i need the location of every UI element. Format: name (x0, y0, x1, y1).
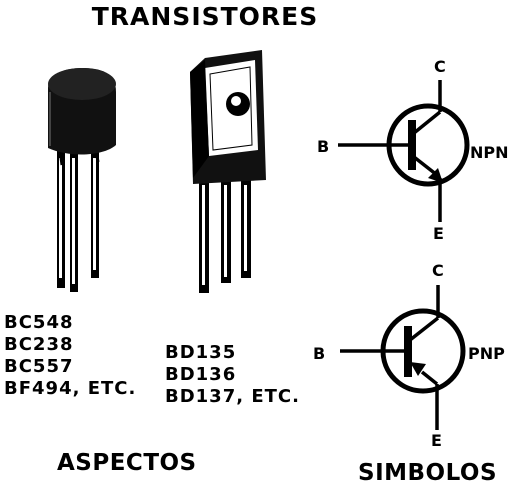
part-number: BD135 (165, 342, 237, 363)
to126-transistor-drawing (190, 50, 266, 293)
to92-transistor-drawing (48, 68, 116, 292)
part-number: BC557 (4, 356, 74, 377)
pnp-type-label: PNP (468, 344, 505, 363)
part-number: BC238 (4, 334, 74, 355)
part-number: BD137, ETC. (165, 386, 300, 407)
small-transistor-parts-list: BC548 BC238 BC557 BF494, ETC. (4, 312, 136, 400)
npn-collector-label: C (434, 57, 446, 76)
symbols-caption: SIMBOLOS (358, 460, 498, 486)
pnp-collector-label: C (432, 261, 444, 280)
pnp-symbol (340, 285, 466, 430)
pnp-emitter-label: E (431, 431, 442, 450)
diagram-title: TRANSISTORES (91, 2, 319, 31)
npn-base-label: B (317, 137, 329, 156)
part-number: BD136 (165, 364, 237, 385)
part-number: BF494, ETC. (4, 378, 137, 399)
aspects-caption: ASPECTOS (57, 450, 197, 476)
npn-type-label: NPN (470, 143, 509, 162)
npn-symbol (338, 80, 470, 222)
power-transistor-parts-list: BD135 BD136 BD137, ETC. (165, 342, 300, 408)
pnp-emitter-arrow (410, 362, 426, 376)
pnp-base-label: B (313, 344, 325, 363)
part-number: BC548 (4, 312, 74, 333)
npn-emitter-label: E (433, 224, 444, 243)
